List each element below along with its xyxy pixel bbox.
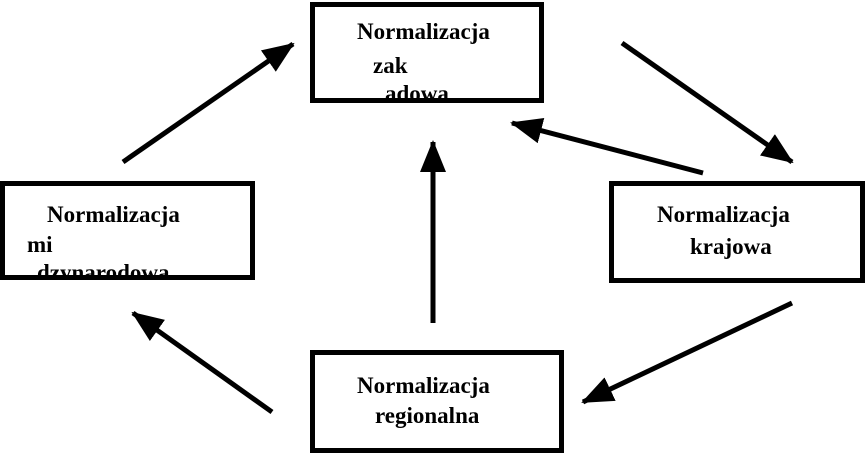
node-regionalna-line2: regionalna bbox=[375, 403, 480, 428]
node-miedzynarodowa-line2: mi bbox=[27, 232, 53, 257]
node-zakladowa-line3: adowa bbox=[385, 81, 449, 103]
node-krajowa: Normalizacja krajowa bbox=[609, 181, 865, 283]
node-zakladowa: Normalizacja zak adowa bbox=[310, 2, 544, 103]
node-zakladowa-line2: zak bbox=[373, 53, 408, 78]
node-regionalna: Normalizacja regionalna bbox=[310, 350, 564, 453]
arrow-miedzynarodowa-to-zakladowa bbox=[121, 41, 295, 165]
node-krajowa-line1: Normalizacja bbox=[657, 202, 790, 227]
node-miedzynarodowa-line3: dzynarodowa bbox=[37, 260, 170, 280]
arrow-regionalna-to-miedzynarodowa bbox=[131, 310, 274, 415]
node-krajowa-line2: krajowa bbox=[690, 234, 772, 259]
arrow-krajowa-to-regionalna bbox=[581, 300, 794, 405]
arrow-zakladowa-to-krajowa bbox=[620, 40, 794, 165]
arrow-krajowa-to-zakladowa bbox=[510, 118, 704, 176]
node-zakladowa-line1: Normalizacja bbox=[357, 19, 490, 44]
node-regionalna-line1: Normalizacja bbox=[357, 373, 490, 398]
node-miedzynarodowa: Normalizacja mi dzynarodowa bbox=[0, 181, 255, 280]
node-miedzynarodowa-line1: Normalizacja bbox=[47, 202, 180, 227]
